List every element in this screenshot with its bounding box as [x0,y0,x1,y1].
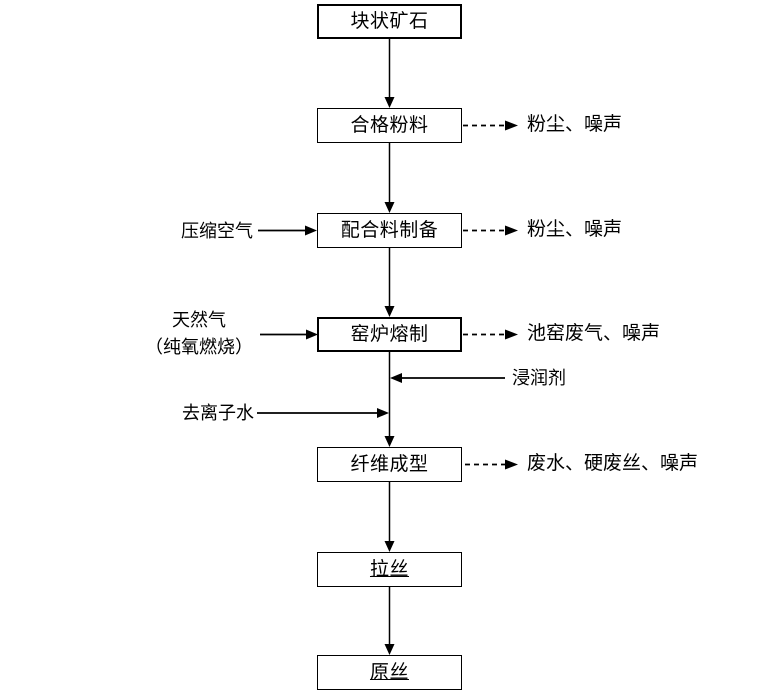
arrow-down-icon [384,306,395,317]
arrow-right-icon [505,329,518,340]
arrow-forming-to-drawing [384,482,395,552]
label-dust-noise-1: 粉尘、噪声 [527,114,623,135]
arrow-down-icon [384,644,395,655]
arrow-emission-powder [463,120,518,131]
label-dust-noise-2: 粉尘、噪声 [527,219,623,240]
label-sizing-agent: 浸润剂 [512,368,566,388]
arrow-emission-forming [465,459,518,470]
box-block-ore: 块状矿石 [317,4,462,39]
arrow-batch-to-kiln [384,248,395,317]
arrow-emission-batch [463,225,518,236]
label-natural-gas-line1: 天然气 [172,310,226,330]
arrow-sizing-agent-input [390,373,505,383]
arrow-drawing-to-strand [384,587,395,655]
arrow-down-icon [384,202,395,213]
arrow-right-icon [305,225,317,236]
arrow-right-icon [505,120,518,131]
box-fiber-forming: 纤维成型 [317,447,462,482]
label-wastewater-wastesilk-noise: 废水、硬废丝、噪声 [527,453,699,474]
arrow-compressed-air-input [258,225,317,236]
arrow-down-icon [384,541,395,552]
label-natural-gas: 天然气 （纯氧燃烧） [138,307,260,361]
arrow-right-icon [505,459,518,470]
label-deionized-water: 去离子水 [182,403,254,423]
box-qualified-powder: 合格粉料 [317,108,462,143]
box-kiln-melting: 窑炉熔制 [317,317,462,352]
arrow-down-icon [384,436,395,447]
label-compressed-air: 压缩空气 [181,221,253,241]
arrow-ore-to-powder [384,39,395,108]
arrow-right-icon [377,408,389,418]
arrow-natural-gas-input [260,329,318,340]
arrow-right-icon [505,225,518,236]
arrow-powder-to-batch [384,143,395,213]
arrow-down-icon [384,97,395,108]
box-raw-strand: 原丝 [317,655,462,690]
box-drawing: 拉丝 [317,552,462,587]
arrow-kiln-to-forming [384,352,395,447]
arrow-emission-kiln [463,329,518,340]
arrow-deionized-water-input [257,408,389,418]
label-natural-gas-line2: （纯氧燃烧） [145,337,253,357]
arrow-left-icon [390,373,402,383]
arrow-right-icon [306,329,318,340]
box-batch-preparation: 配合料制备 [317,213,462,248]
label-kiln-exhaust-noise: 池窑废气、噪声 [527,323,661,344]
